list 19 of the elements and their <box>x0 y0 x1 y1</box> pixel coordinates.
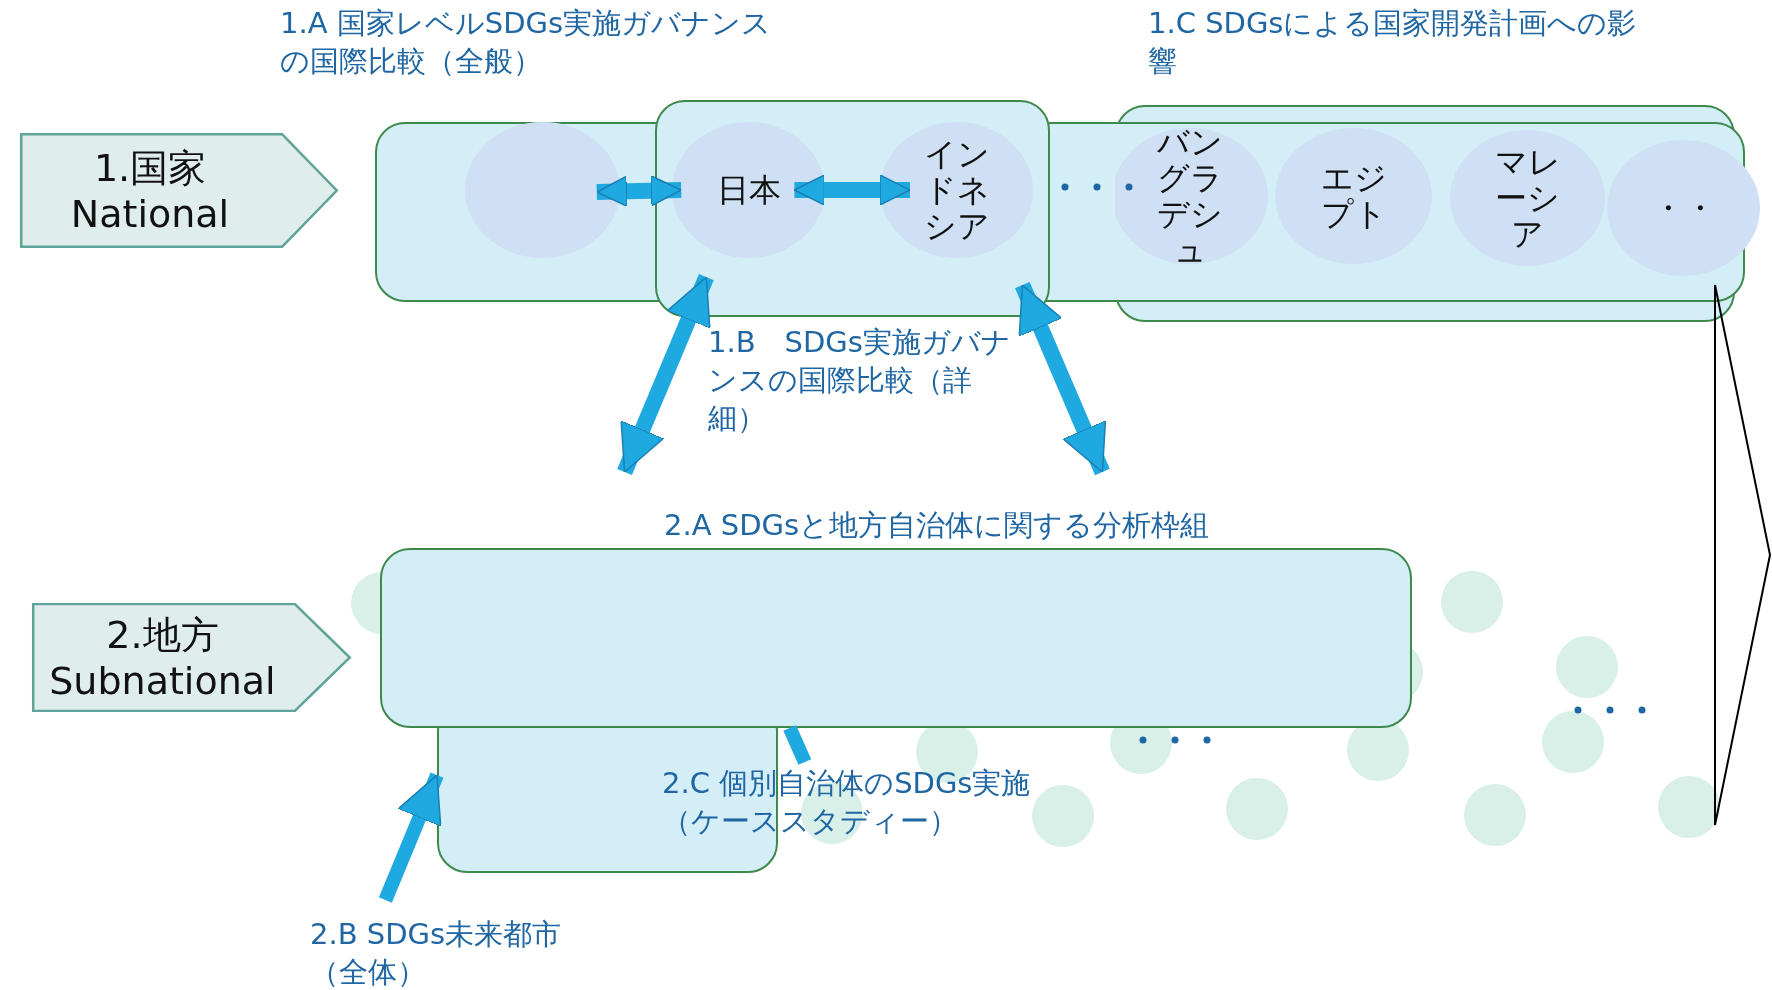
country-ellipse <box>465 122 620 258</box>
country-ellipse: マレーシア <box>1450 130 1605 266</box>
box-heading: 1.A 国家レベルSDGs実施ガバナンスの国際比較（全般） <box>280 5 773 80</box>
block-arrow <box>596 175 682 208</box>
country-ellipse: ・・ <box>1607 140 1760 276</box>
country-ellipse: エジプト <box>1275 128 1432 264</box>
section-arrow: 2.地方 Subnational <box>30 603 353 712</box>
section-arrow: 1.国家 National <box>18 133 340 248</box>
box-heading: 2.A SDGsと地方自治体に関する分析枠組 <box>664 507 1211 544</box>
country-ellipse: インドネシア <box>880 122 1033 258</box>
block-arrow <box>793 174 911 206</box>
box-heading: 1.B SDGs実施ガバナンスの国際比較（詳細） <box>708 324 1012 437</box>
section-label: 2.B SDGs未来都市（全体） <box>310 915 600 990</box>
block-arrow <box>617 274 714 476</box>
block-arrow <box>378 772 444 903</box>
country-ellipse: 日本 <box>672 122 825 258</box>
section-label: 2.C 個別自治体のSDGs実施（ケーススタディー） <box>662 764 1042 840</box>
block-arrow <box>1015 281 1110 476</box>
box-heading: 1.C SDGsによる国家開発計画への影響 <box>1148 5 1638 80</box>
